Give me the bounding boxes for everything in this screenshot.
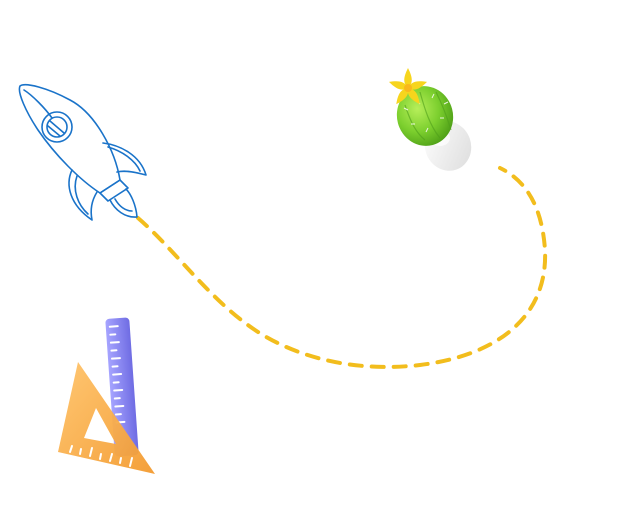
set-square-icon	[58, 362, 155, 474]
cactus-icon	[388, 68, 472, 171]
flower	[388, 68, 428, 105]
rocket-icon	[18, 84, 147, 221]
dashed-trail	[136, 166, 548, 369]
